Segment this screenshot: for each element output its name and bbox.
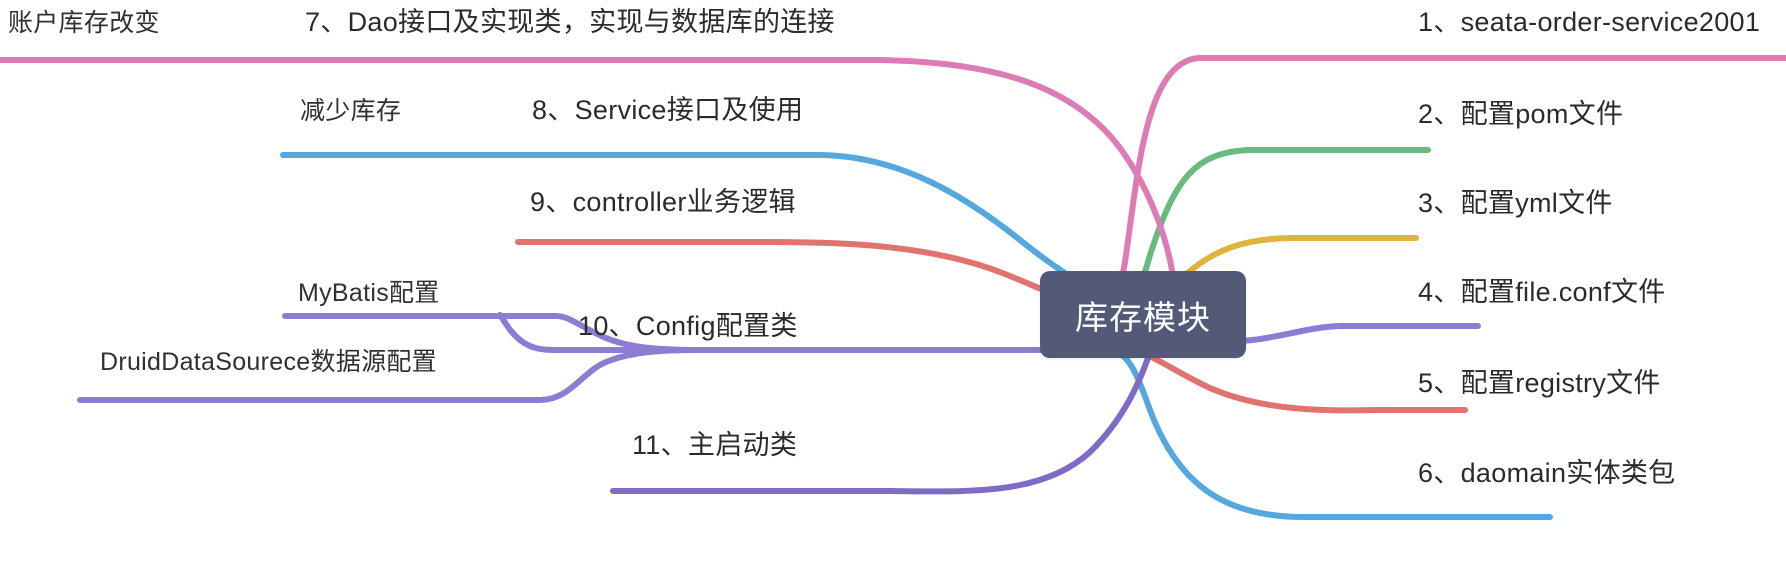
root-node-label: 库存模块 bbox=[1075, 298, 1211, 336]
connector-b1 bbox=[1107, 55, 1786, 303]
branch-label-1[interactable]: 1、seata-order-service2001 bbox=[1418, 7, 1761, 37]
branch-label-3[interactable]: 3、配置yml文件 bbox=[1418, 188, 1613, 218]
sub-branch-label-mybatis-config[interactable]: MyBatis配置 bbox=[298, 279, 440, 307]
sub-branch-label-druid-datasource-config[interactable]: DruidDataSourece数据源配置 bbox=[100, 348, 437, 376]
branch-label-2[interactable]: 2、配置pom文件 bbox=[1418, 99, 1624, 129]
branch-label-11[interactable]: 11、主启动类 bbox=[632, 430, 798, 460]
branch-label-5[interactable]: 5、配置registry文件 bbox=[1418, 368, 1661, 398]
branch-label-6[interactable]: 6、daomain实体类包 bbox=[1418, 458, 1676, 488]
branch-label-4[interactable]: 4、配置file.conf文件 bbox=[1418, 277, 1666, 307]
branch-label-7[interactable]: 7、Dao接口及实现类，实现与数据库的连接 bbox=[305, 7, 835, 37]
sub-branch-label-reduce-stock[interactable]: 减少库存 bbox=[300, 97, 402, 125]
branch-label-9[interactable]: 9、controller业务逻辑 bbox=[530, 187, 796, 217]
connector-b9 bbox=[515, 239, 1113, 313]
branch-label-10[interactable]: 10、Config配置类 bbox=[578, 311, 798, 341]
connector-b11 bbox=[610, 355, 1151, 495]
root-node[interactable]: 库存模块 bbox=[1040, 271, 1246, 358]
connector-b7 bbox=[0, 57, 1175, 273]
branch-label-8[interactable]: 8、Service接口及使用 bbox=[532, 95, 804, 125]
sub-branch-label-account-stock-change[interactable]: 账户库存改变 bbox=[8, 9, 160, 37]
